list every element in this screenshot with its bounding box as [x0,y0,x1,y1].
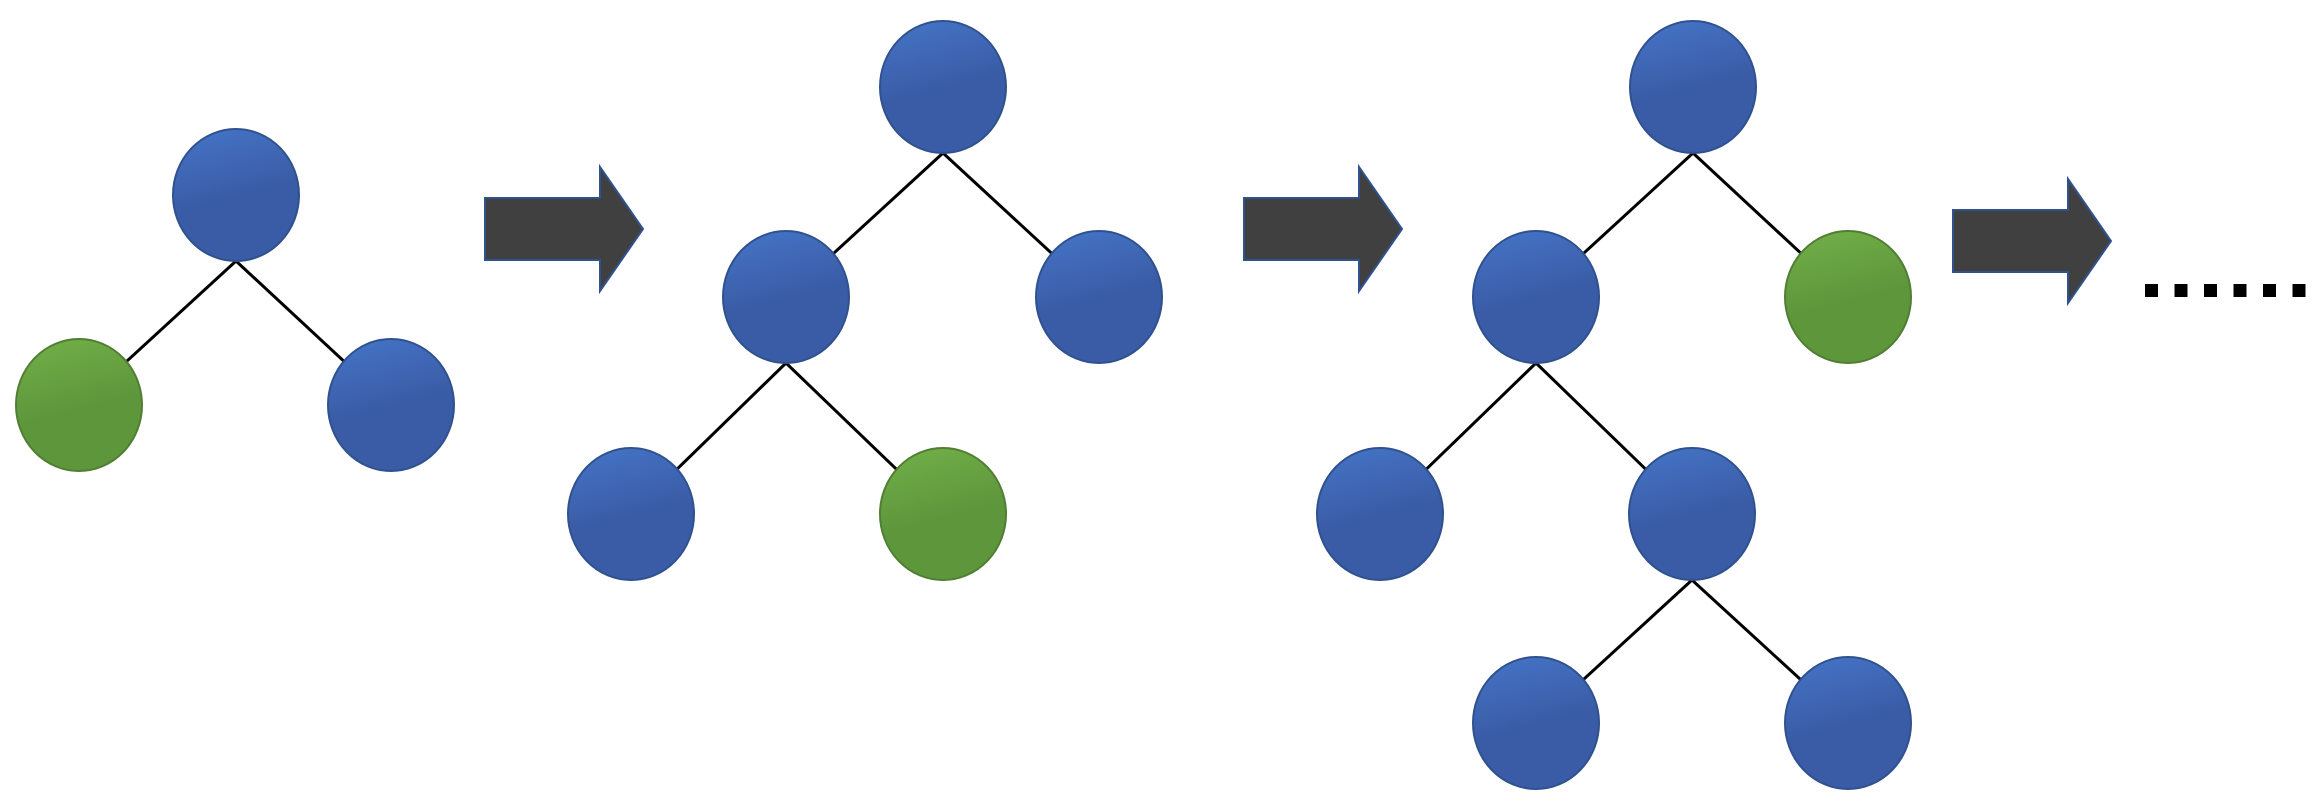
tree-1-node-right-blue [327,338,455,472]
tree-2-node-root-blue [879,20,1007,154]
arrows-layer [484,163,2113,307]
ellipsis-dot [2292,284,2306,297]
tree-3-node-left-left-blue [1316,447,1444,581]
tree-1-node-left-green [15,338,143,472]
tree-3-node-right-green [1784,230,1912,364]
arrow-1-right-arrow-icon [484,163,645,295]
ellipsis-dot [2204,284,2217,297]
ellipsis-dot [2145,284,2158,297]
tree-2-node-left-right-green [879,447,1007,581]
tree-3-node-root-blue [1629,20,1757,154]
arrow-3-right-arrow-icon [1952,175,2113,307]
tree-3-node-left-right-right-blue [1784,656,1912,790]
ellipsis-dot [2233,284,2247,297]
arrow-2-right-arrow-icon [1243,163,1404,295]
tree-3-node-left-right-left-blue [1472,656,1600,790]
continuation-dots [2145,284,2306,297]
tree-2-node-left-blue [722,230,850,364]
nodes-layer [15,20,1912,790]
tree-2-node-right-blue [1035,230,1163,364]
ellipsis-dot [2263,284,2276,297]
tree-1-node-root-blue [172,128,300,262]
tree-2-node-left-left-blue [567,447,695,581]
tree-3-node-left-right-blue [1628,447,1756,581]
tree-3-node-left-blue [1472,230,1600,364]
ellipsis-dot [2174,284,2188,297]
